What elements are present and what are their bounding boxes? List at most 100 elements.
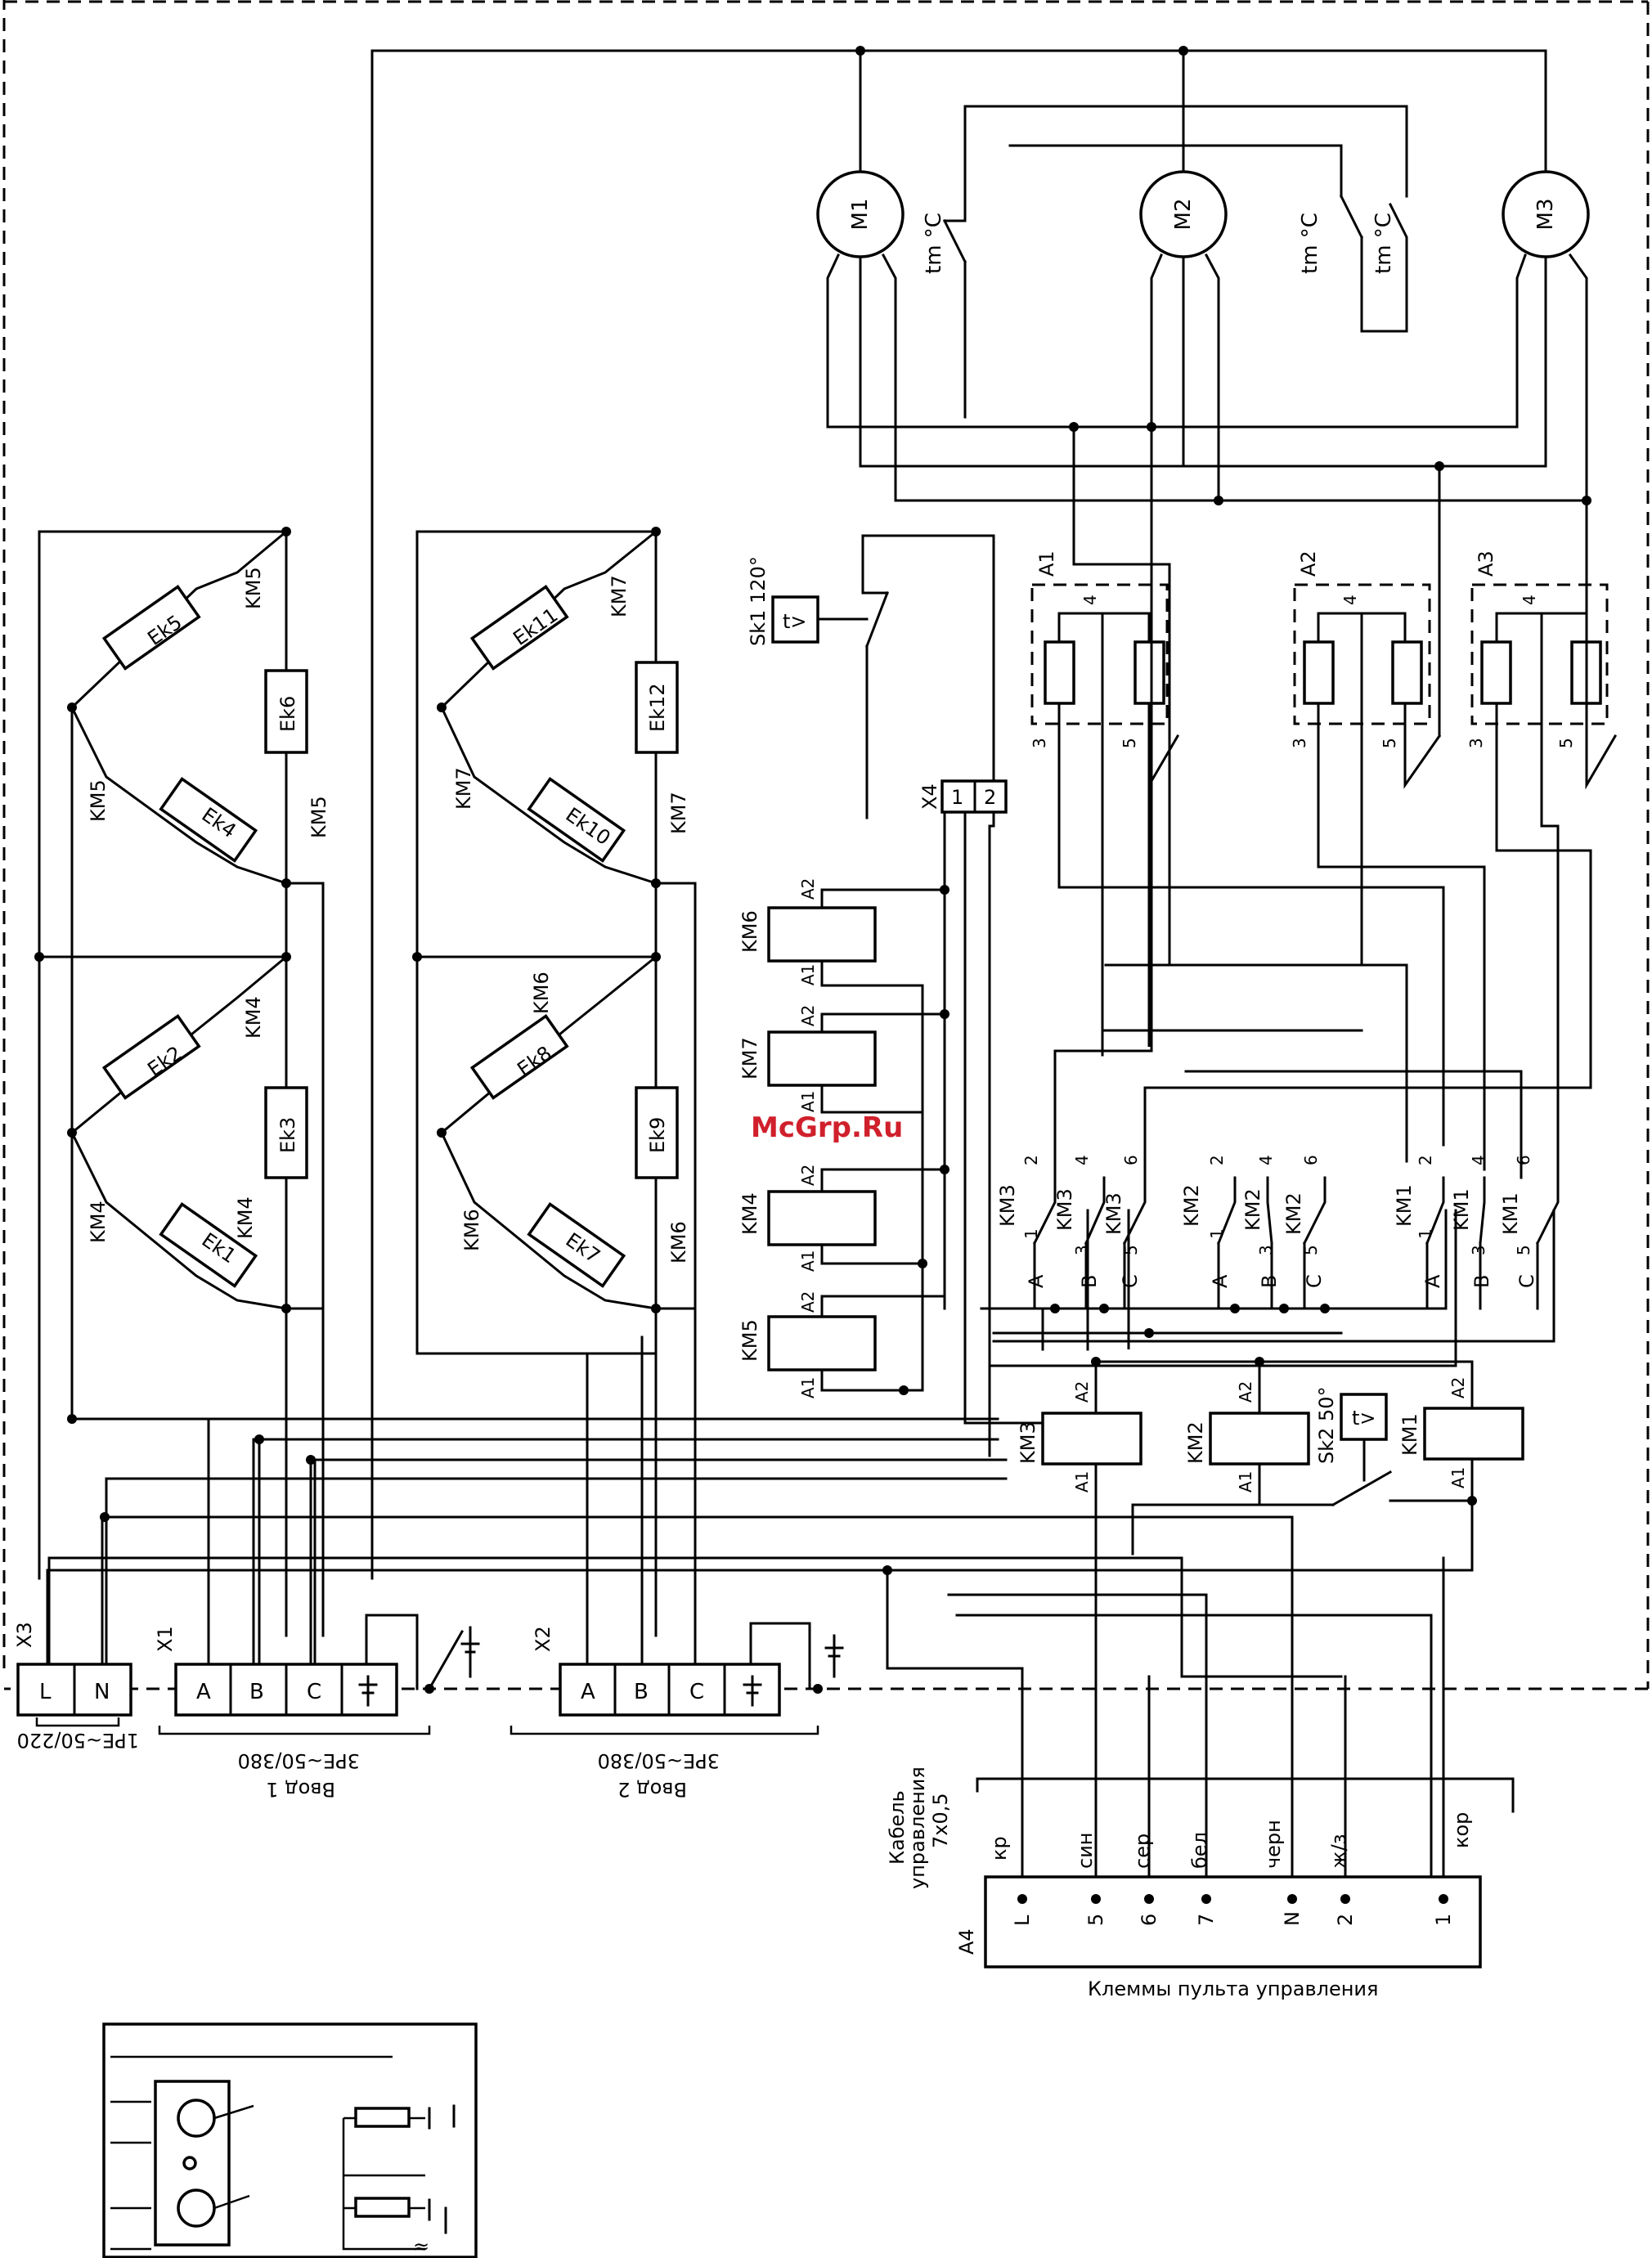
coil-km1 <box>1423 1407 1524 1461</box>
svg-text:6: 6 <box>1138 1914 1160 1926</box>
svg-text:A2: A2 <box>798 878 818 900</box>
svg-text:4: 4 <box>1256 1155 1276 1165</box>
heater-ek2 <box>101 1013 201 1100</box>
svg-text:A1: A1 <box>798 1250 818 1272</box>
svg-text:Ввод 1: Ввод 1 <box>266 1778 335 1801</box>
svg-text:5: 5 <box>1084 1914 1107 1926</box>
svg-text:A4: A4 <box>955 1928 978 1955</box>
svg-text:A: A <box>196 1680 211 1704</box>
svg-text:4: 4 <box>1080 595 1100 605</box>
coil-km6 <box>767 906 877 963</box>
svg-text:2: 2 <box>1416 1155 1435 1165</box>
svg-text:C: C <box>307 1680 321 1704</box>
svg-text:X2: X2 <box>532 1626 554 1652</box>
svg-text:KM4: KM4 <box>242 996 265 1039</box>
svg-text:A1: A1 <box>798 1091 818 1112</box>
enclosure-border <box>2 0 1650 1690</box>
svg-text:3: 3 <box>1469 1245 1488 1255</box>
svg-text:A1: A1 <box>1236 1471 1255 1493</box>
svg-text:≈: ≈ <box>413 2235 429 2258</box>
svg-text:KM5: KM5 <box>738 1319 761 1362</box>
svg-text:A2: A2 <box>1236 1381 1255 1403</box>
svg-text:KM6: KM6 <box>667 1221 690 1264</box>
control-cable: Кабель управления 7х0,5 кр син сер бел ч… <box>886 1556 1515 1907</box>
distribution-bus <box>70 706 1008 1674</box>
svg-text:KM1: KM1 <box>1499 1192 1522 1235</box>
svg-text:A2: A2 <box>1072 1381 1092 1403</box>
svg-text:Ввод 2: Ввод 2 <box>617 1778 687 1801</box>
svg-text:4: 4 <box>1469 1155 1488 1165</box>
heater-bank-left: Ek5 Ek4 Ek6 Ek2 Ek1 Ek3 KM5 KM5 KM5 KM4 … <box>34 527 330 1637</box>
svg-text:A2: A2 <box>1297 550 1320 577</box>
watermark: McGrp.Ru <box>751 1111 903 1144</box>
heater-bank-right: Ek11 Ek10 Ek12 Ek8 Ek7 Ek9 KM7 KM7 KM7 K… <box>412 527 697 1637</box>
svg-text:C: C <box>1303 1274 1326 1288</box>
svg-text:B: B <box>1078 1275 1101 1288</box>
svg-text:KM4: KM4 <box>234 1196 257 1239</box>
sensor-sk1 <box>771 595 819 644</box>
svg-text:KM5: KM5 <box>242 567 265 609</box>
coil-km2 <box>1209 1412 1310 1466</box>
svg-text:2: 2 <box>1021 1155 1041 1165</box>
svg-text:A1: A1 <box>798 1377 818 1398</box>
terminal-x4: 1 2 X4 <box>918 779 1130 1457</box>
svg-text:L: L <box>39 1680 52 1704</box>
svg-text:4: 4 <box>1520 595 1539 605</box>
svg-text:5: 5 <box>1301 1245 1321 1255</box>
svg-text:t>: t> <box>1352 1407 1376 1430</box>
svg-text:6: 6 <box>1301 1155 1321 1165</box>
heater-ek12 <box>635 661 679 754</box>
svg-text:Ek12: Ek12 <box>646 683 669 732</box>
svg-text:KM6: KM6 <box>460 1209 483 1251</box>
module-a1: A1 4 3 5 <box>1030 550 1445 1147</box>
svg-text:KM3: KM3 <box>1102 1192 1125 1235</box>
svg-text:2: 2 <box>1207 1155 1227 1165</box>
svg-text:управления: управления <box>906 1766 929 1889</box>
svg-text:A3: A3 <box>1475 550 1497 577</box>
svg-text:4: 4 <box>1072 1155 1092 1165</box>
motors: M1 M2 M3 tm °C tm °C tm °C <box>370 46 1591 1580</box>
contact-group-km2: KM2 KM2 KM2 2 4 6 1 3 5 A B C <box>1180 1155 1327 1310</box>
svg-text:X1: X1 <box>154 1626 177 1652</box>
svg-text:3: 3 <box>1256 1245 1276 1255</box>
svg-text:KM4: KM4 <box>738 1192 761 1235</box>
svg-text:3: 3 <box>1466 738 1486 748</box>
svg-text:1: 1 <box>951 786 963 809</box>
svg-text:A: A <box>581 1680 595 1704</box>
svg-text:Ek9: Ek9 <box>646 1117 669 1153</box>
svg-text:2: 2 <box>984 786 996 809</box>
terminal-x2: A B C X2 3PE~50/380 Ввод 2 <box>510 1307 844 1801</box>
terminal-x3: L N X3 1PE~50/220 <box>13 1515 893 1752</box>
heater-ek1 <box>159 1201 258 1288</box>
coils-km1-km3: KM3 KM2 KM1 A2 A1 A2 A1 A2 A1 t> Sk2 50° <box>890 1357 1524 1907</box>
svg-text:3: 3 <box>1290 738 1309 748</box>
svg-text:ж/з: ж/з <box>1327 1834 1350 1869</box>
coils-km4-km7: KM6 KM7 KM4 KM5 A2 A1 A2 A1 A2 A1 A2 A1 … <box>738 534 995 1398</box>
svg-text:1: 1 <box>1021 1228 1041 1239</box>
svg-text:Ek3: Ek3 <box>276 1117 299 1153</box>
svg-text:A1: A1 <box>1072 1471 1092 1493</box>
heater-ek9 <box>635 1086 679 1179</box>
svg-text:X3: X3 <box>13 1622 36 1648</box>
module-a3: A3 4 3 5 <box>1466 550 1618 852</box>
svg-text:KM1: KM1 <box>1398 1413 1421 1456</box>
svg-text:KM5: KM5 <box>308 796 330 838</box>
svg-text:tm °C: tm °C <box>1371 213 1396 274</box>
svg-text:A1: A1 <box>798 964 818 985</box>
svg-text:tm °C: tm °C <box>1298 213 1322 274</box>
heater-ek8 <box>469 1013 569 1100</box>
svg-text:син: син <box>1074 1833 1097 1869</box>
svg-text:1PE~50/220: 1PE~50/220 <box>17 1729 139 1752</box>
motor-feed-wiring <box>1072 425 1588 1053</box>
svg-text:A2: A2 <box>798 1165 818 1186</box>
terminal-x1: A B C X1 3PE~50/380 Ввод 1 <box>154 1417 480 1801</box>
svg-text:A: A <box>1421 1274 1444 1288</box>
svg-text:5: 5 <box>1120 738 1139 748</box>
svg-text:кор: кор <box>1450 1812 1473 1848</box>
svg-text:KM6: KM6 <box>530 972 553 1014</box>
svg-text:Sk1 120°: Sk1 120° <box>747 556 770 646</box>
svg-text:Кабель: Кабель <box>886 1790 909 1865</box>
svg-text:5: 5 <box>1514 1245 1533 1255</box>
svg-text:L: L <box>1011 1915 1034 1926</box>
